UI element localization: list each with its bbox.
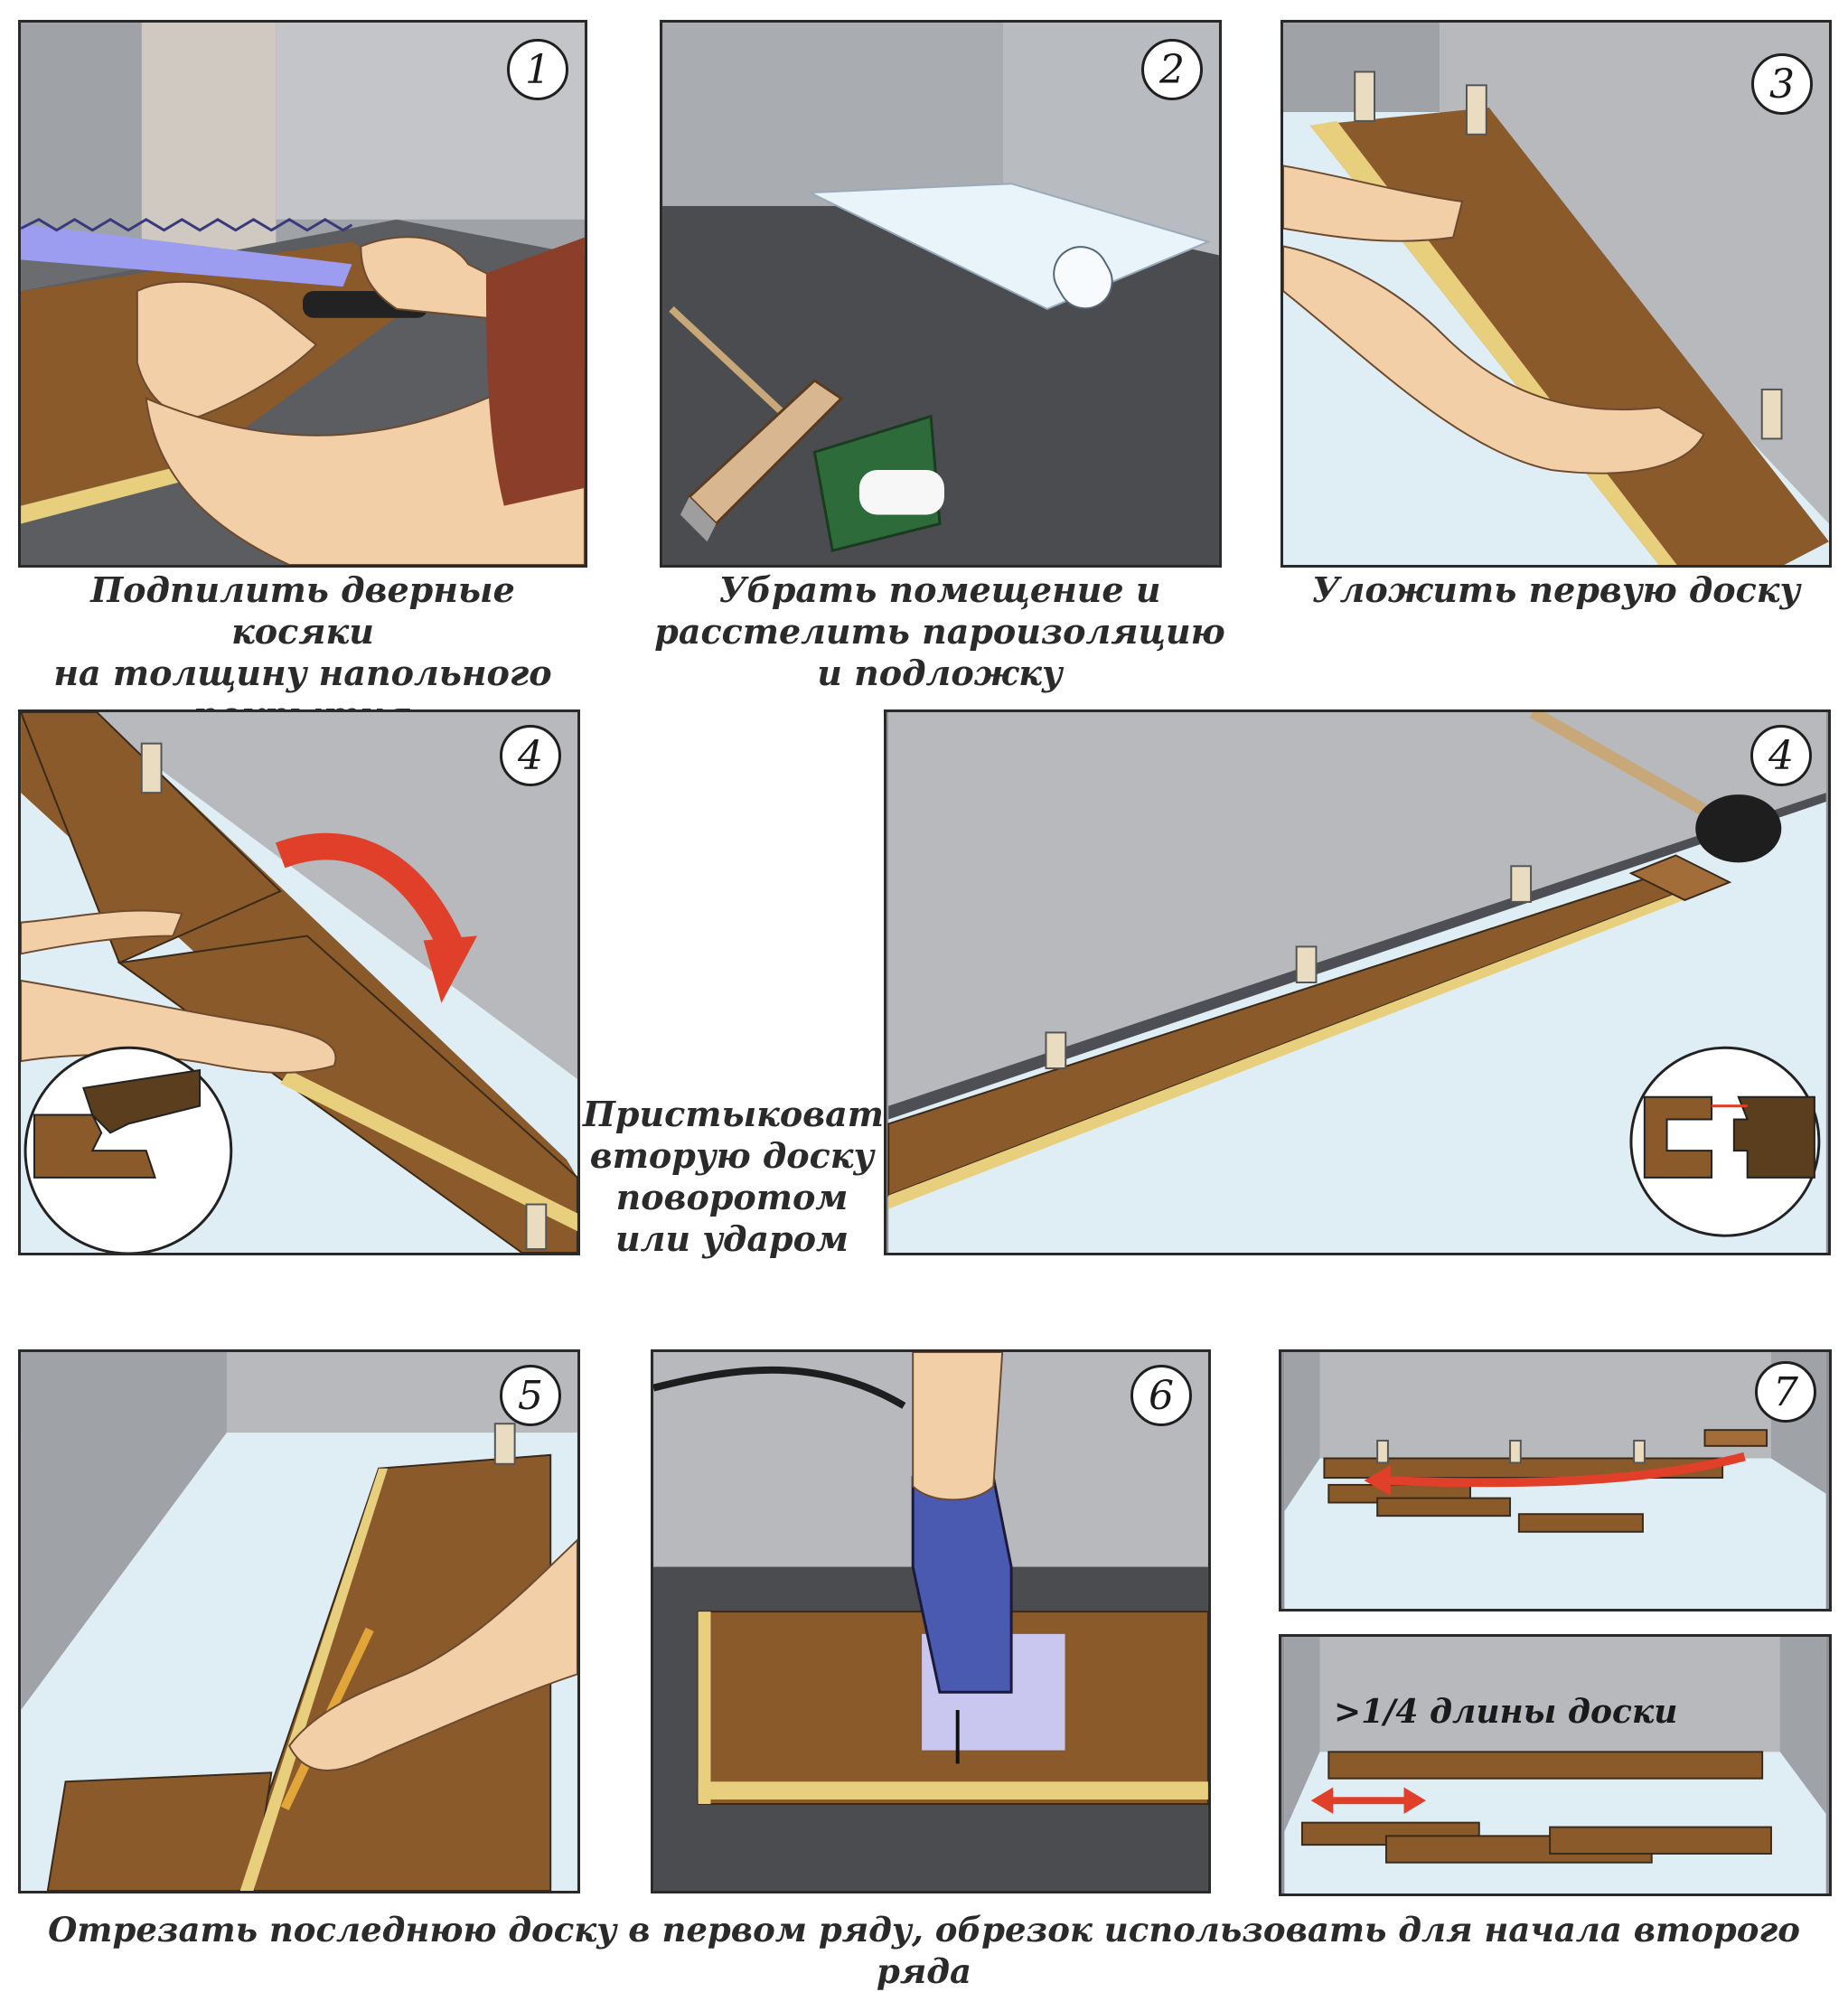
step-number-badge: 2 [1141,39,1203,100]
offset-length-label: >1/4 длины доски [1334,1693,1678,1731]
step-4-tap-panel: 4 [884,709,1831,1255]
step-5-panel: 5 [18,1349,580,1893]
step-7-top-panel: 7 [1279,1349,1832,1611]
step-number-badge: 6 [1130,1365,1192,1426]
step-number-badge: 4 [1750,725,1812,786]
step-3-panel: 3 [1280,20,1832,568]
step-7-bottom-illustration [1284,1637,1826,1893]
step-4-tap-illustration [887,712,1826,1253]
step-1-illustration [21,23,585,565]
step-3-caption: Уложить первую доску [1311,569,1801,610]
step-7-bottom-panel: >1/4 длины доски [1279,1634,1832,1896]
step-6-panel: 6 [651,1349,1211,1893]
step-2-caption: Убрать помещение и расстелить пароизоляц… [654,569,1225,693]
step-5-7-caption: Отрезать последнюю доску в первом ряду, … [48,1910,1800,1991]
step-number-badge: 5 [500,1365,561,1426]
step-1-panel: 1 [18,20,587,568]
step-4-rotate-illustration [21,712,577,1253]
step-number-badge: 1 [507,39,568,100]
step-3-illustration [1283,23,1829,565]
step-2-panel: 2 [660,20,1222,568]
step-number-badge: 7 [1755,1361,1816,1423]
step-4-rotate-panel: 4 [18,709,580,1255]
step-number-badge: 3 [1751,53,1813,115]
step-7-top-illustration [1284,1352,1826,1609]
step-number-badge: 4 [500,725,561,786]
step-6-illustration [653,1352,1208,1891]
step-2-illustration [662,23,1219,565]
step-4-caption: Пристыковать вторую доску поворотом или … [583,1094,907,1259]
step-5-illustration [21,1352,577,1891]
